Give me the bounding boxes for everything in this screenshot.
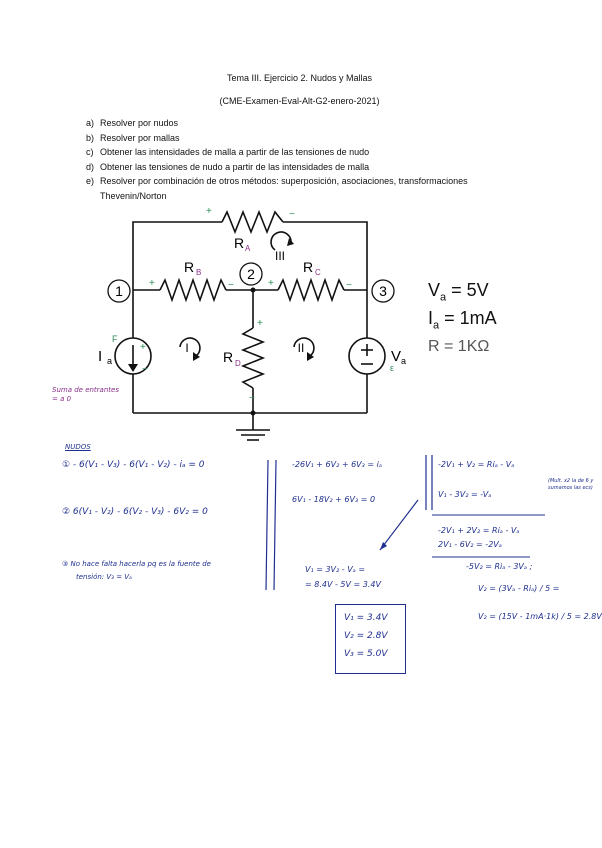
task-item-c: c)Obtener las intensidades de malla a pa… [86, 147, 370, 157]
substitution-1: V₁ = 3V₂ - Vₐ = [305, 565, 366, 574]
current-source-label: I [98, 348, 102, 365]
resistor-a-label: R [234, 235, 244, 251]
system-eq-4: V₁ - 3V₂ = -Vₐ [438, 490, 492, 499]
system-eq-3: -2V₁ + V₂ = Riₐ - Vₐ [438, 460, 515, 469]
result-v3: V₃ = 5.0V [344, 649, 388, 659]
circuit-diagram: 1 2 3 R A R B R C R D I II III I a V a +… [98, 206, 406, 441]
svg-text:+: + [149, 278, 155, 289]
resistor-d-label: R [223, 349, 233, 365]
result-v1: V₁ = 3.4V [344, 613, 388, 623]
node-3-label: 3 [379, 283, 387, 299]
task-item-e: e)Resolver por combinación de otros méto… [86, 176, 468, 186]
reduction-1: -2V₁ + 2V₂ = Riₐ - Vₐ [438, 526, 520, 535]
nudos-title: NUDOS [65, 443, 91, 451]
resistor-b-label: R [184, 259, 194, 275]
svg-text:a: a [107, 356, 112, 366]
reduction-5: V₂ = (15V - 1mA·1k) / 5 = 2.8V [478, 612, 602, 621]
page-title: Tema III. Ejercicio 2. Nudos y Mallas [226, 73, 373, 83]
given-va: Va = 5V [428, 280, 489, 304]
mesh-1-label: I [185, 341, 188, 355]
resistor-c-label: R [303, 259, 313, 275]
given-ia: Ia = 1mA [428, 308, 497, 332]
current-source-arrow-icon [128, 364, 138, 372]
given-r: R = 1KΩ [428, 338, 490, 355]
task-item-b: b)Resolver por mallas [86, 132, 180, 143]
svg-text:−: − [228, 280, 234, 291]
svg-text:−: − [142, 364, 148, 375]
system-eq-1: -26V₁ + 6V₂ + 6V₃ = iₐ [292, 460, 383, 469]
svg-text:C: C [315, 268, 321, 277]
task-item-a: a)Resolver por nudos [86, 118, 179, 128]
task-item-e-cont: Thevenin/Norton [100, 190, 167, 201]
svg-text:−: − [249, 393, 255, 404]
task-list: a)Resolver por nudos b)Resolver por mall… [86, 116, 468, 203]
equation-node-1: ① - 6(V₁ - V₃) - 6(V₁ - V₂) - iₐ = 0 [62, 460, 205, 470]
result-box: V₁ = 3.4V V₂ = 2.8V V₃ = 5.0V [335, 604, 406, 674]
svg-text:−: − [346, 280, 352, 291]
equation-node-2: ② 6(V₁ - V₂) - 6(V₂ - V₃) - 6V₂ = 0 [62, 507, 208, 517]
voltage-source-label: V [391, 348, 401, 365]
svg-text:+: + [206, 206, 212, 217]
equation-node-3: ③ No hace falta hacerla pq es la fuente … [62, 560, 211, 568]
separator-lines [265, 455, 545, 591]
svg-text:+: + [257, 318, 263, 329]
side-note: (Mult. x2 la de 6 y sumamos las ecs) [548, 478, 594, 491]
result-v2: V₂ = 2.8V [344, 631, 388, 641]
svg-text:F: F [112, 334, 118, 344]
svg-text:ε: ε [390, 363, 394, 373]
node-1-label: 1 [115, 283, 123, 299]
svg-text:B: B [196, 268, 201, 277]
task-item-d: d)Obtener las tensiones de nudo a partir… [86, 161, 370, 172]
svg-text:a: a [401, 356, 406, 366]
mesh-2-label: II [298, 341, 305, 355]
substitution-2: = 8.4V - 5V = 3.4V [305, 580, 381, 589]
node-2-label: 2 [247, 266, 255, 282]
system-eq-2: 6V₁ - 18V₂ + 6V₃ = 0 [292, 495, 376, 504]
page-subtitle: (CME-Examen-Eval-Alt-G2-enero-2021) [219, 96, 380, 106]
svg-text:+: + [268, 278, 274, 289]
purple-note: Suma de entrantes [52, 386, 119, 394]
mesh-3-label: III [275, 249, 285, 263]
svg-text:−: − [289, 209, 295, 220]
svg-text:+: + [140, 342, 146, 353]
reduction-2: 2V₁ - 6V₂ = -2Vₐ [438, 540, 502, 549]
reduction-3: -5V₂ = Riₐ - 3Vₐ ; [466, 562, 533, 571]
reduction-4: V₂ = (3Vₐ - Riₐ) / 5 = [478, 584, 560, 593]
svg-text:D: D [235, 359, 241, 368]
svg-text:A: A [245, 244, 251, 253]
